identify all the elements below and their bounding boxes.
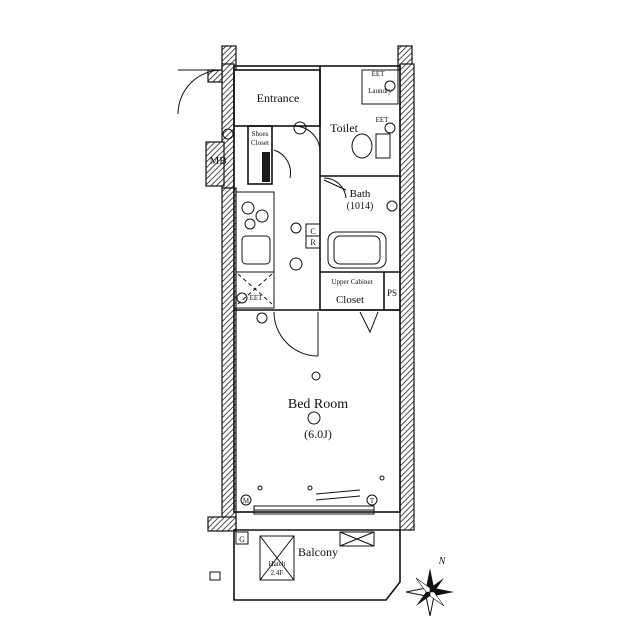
r-label: R (310, 238, 316, 247)
bed-room-label: Bed Room (288, 397, 348, 412)
eet-label-laundry: EET (372, 70, 386, 78)
mb-label: MB (209, 155, 226, 167)
shoes-closet-label-2: Closet (251, 139, 269, 147)
fixture-symbols (209, 80, 398, 581)
m-label: M (243, 497, 250, 505)
doors (177, 69, 379, 357)
balcony-label: Balcony (298, 545, 338, 559)
upper-cabinet-label: Upper Cabinet (331, 278, 372, 286)
ps-label: PS (387, 288, 397, 298)
closet-label: Closet (336, 294, 364, 306)
entrance-label: Entrance (257, 91, 300, 105)
bath-size-label: (1014) (347, 201, 374, 212)
laundry-label: Laundry (368, 87, 392, 95)
interior-walls (233, 65, 401, 601)
toilet-label: Toilet (330, 121, 358, 135)
t-label: T (370, 497, 375, 505)
bed-room-size-label: (6.0J) (304, 427, 332, 441)
c-label: C (310, 227, 315, 236)
hatch-label: Hatch (269, 560, 286, 568)
eet-label-kitchen: EET (250, 294, 264, 302)
eet-label-toilet: EET (376, 116, 390, 124)
hatch-floor-label: 2.4F (271, 569, 284, 577)
north-arrow-icon (405, 568, 454, 617)
g-label: G (239, 535, 245, 544)
bath-label: Bath (350, 188, 371, 200)
north-label: N (438, 556, 447, 567)
shoes-closet-label: Shoes (252, 130, 269, 138)
